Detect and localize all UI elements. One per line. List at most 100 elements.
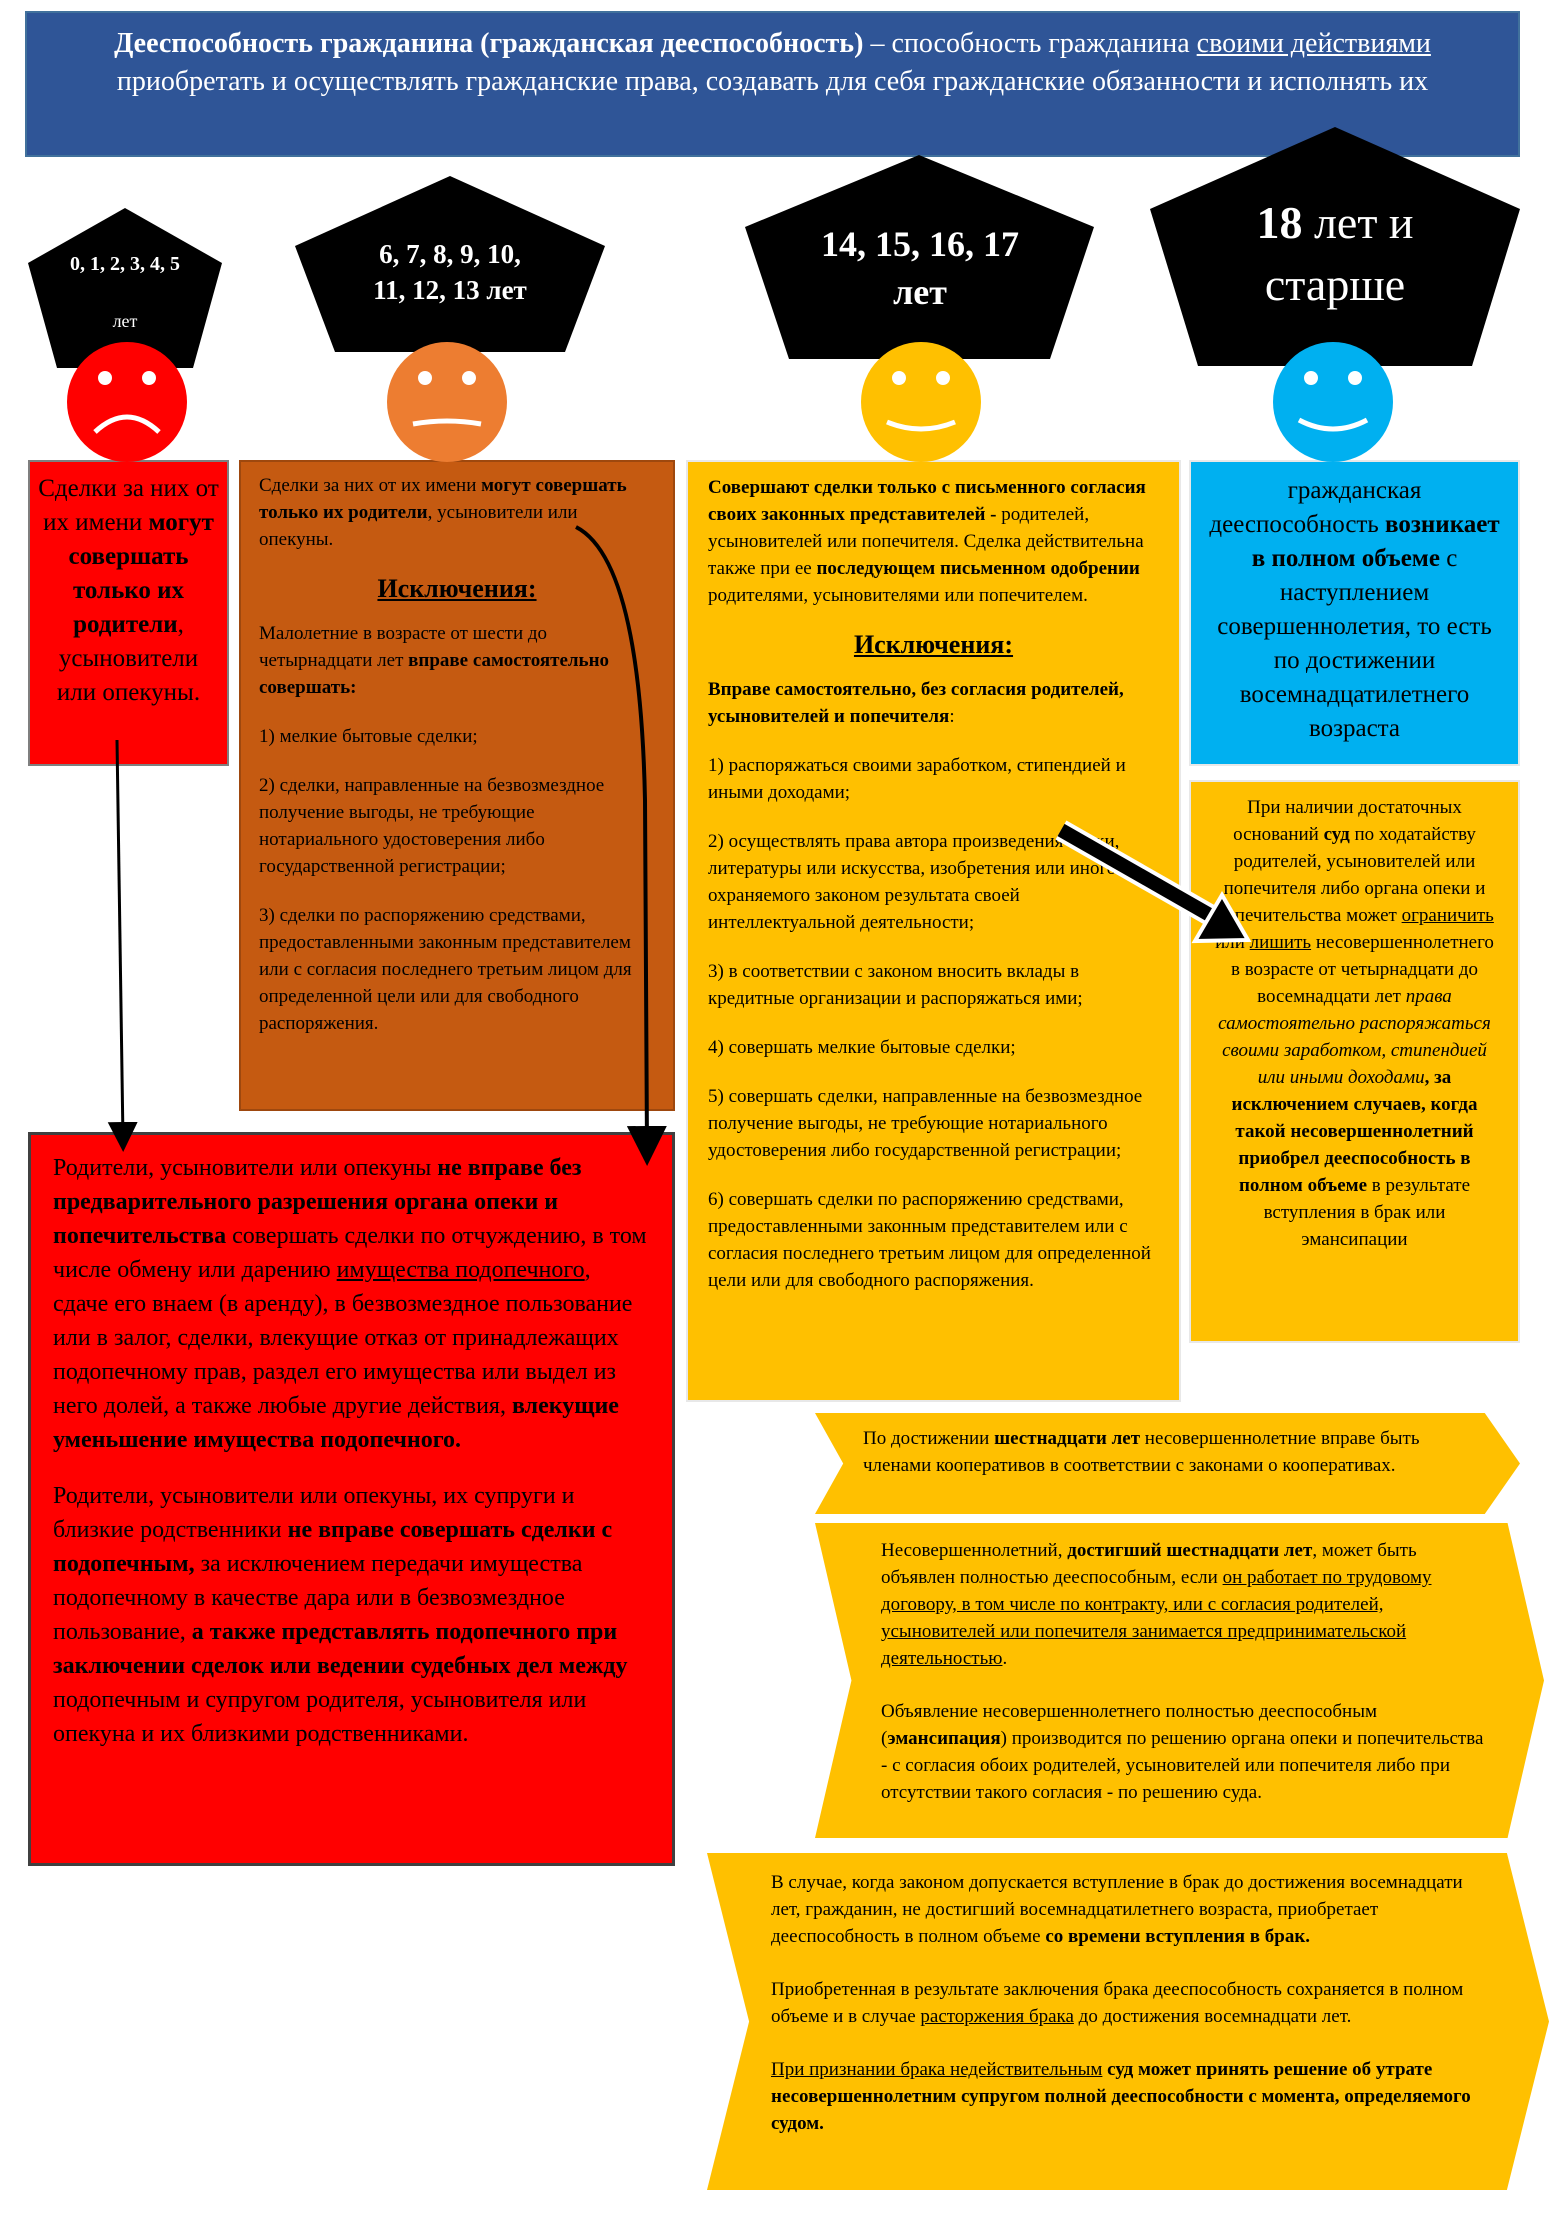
text-segment: а также представлять подопечного при зак… xyxy=(53,1619,628,1679)
guardian-restrictions: Родители, усыновители или опекуны не впр… xyxy=(28,1132,675,1866)
age-label-6-13: 6, 7, 8, 9, 10, 11, 12, 13 лет xyxy=(370,236,530,308)
text-segment: Объявление несовершеннолетнего полностью… xyxy=(881,1701,1377,1749)
smile-face-icon xyxy=(861,342,981,462)
text-segment: по ходатайству родителей, усыновителей и… xyxy=(1215,824,1486,926)
text-segment: Дееспособность гражданина (гражданская д… xyxy=(114,28,864,59)
pentagon-age-6-13 xyxy=(295,176,605,352)
list-item: 1) распоряжаться своими заработком, стип… xyxy=(708,755,1126,803)
text-segment: ограничить xyxy=(1401,905,1494,926)
text-segment: могут совершать только их родители xyxy=(68,509,214,638)
pentagon-age-0-5 xyxy=(28,208,222,368)
age-suffix-0-5: лет xyxy=(112,311,138,331)
chevron-text: Приобретенная в результате заключения бр… xyxy=(771,1976,1489,2030)
text-segment: 6, 7, 8, 9, 10, 11, 12, 13 xyxy=(373,239,521,305)
text-segment: При наличии достаточных оснований xyxy=(1233,797,1462,845)
text-segment: расторжения брака xyxy=(920,2006,1074,2027)
text-segment: он работает по трудовому договору, в том… xyxy=(881,1567,1432,1669)
text-segment: эмансипация xyxy=(887,1728,1001,1749)
list-item: 6) совершать сделки по распоряжению сред… xyxy=(708,1189,1151,1291)
age-0-5-description: Сделки за них от их имени могут совершат… xyxy=(28,460,229,766)
brown-lead: Малолетние в возрасте от шести до четырн… xyxy=(259,620,655,701)
text-segment: за исключением передачи имущества подопе… xyxy=(53,1551,583,1645)
text-segment: права самостоятельно распоряжаться своим… xyxy=(1218,986,1491,1088)
text-segment: родителей, усыновителей или попечителя. … xyxy=(708,504,1144,579)
list-item: 5) совершать сделки, направленные на без… xyxy=(708,1086,1143,1161)
text-segment: Несовершеннолетний, xyxy=(881,1540,1068,1561)
text-segment: 14, 15, 16, 17 xyxy=(821,224,1019,264)
text-segment: Сделки за них от их имени xyxy=(38,475,219,536)
text-segment: или xyxy=(1215,932,1250,953)
text-segment: Родители, усыновители или опекуны xyxy=(53,1155,438,1181)
guardian-restriction-paragraph: Родители, усыновители или опекуны не впр… xyxy=(53,1151,650,1457)
emancipation-chevron: Несовершеннолетний, достигший шестнадцат… xyxy=(815,1523,1544,1838)
text-segment: лет xyxy=(893,272,947,312)
definition-header: Дееспособность гражданина (гражданская д… xyxy=(25,11,1520,157)
age-6-13-description: Сделки за них от их имени могут совершат… xyxy=(239,460,675,1111)
text-segment: своими действиями xyxy=(1196,28,1431,59)
text-segment: . xyxy=(1002,1648,1008,1669)
text-segment: со времени вступления в брак. xyxy=(1045,1926,1311,1947)
text-segment: Совершают сделки только с письменного со… xyxy=(708,477,1146,525)
list-item: 2) осуществлять права автора произведени… xyxy=(708,831,1120,933)
text-segment: родителями, усыновителями или попечителе… xyxy=(708,585,1088,606)
brown-intro: Сделки за них от их имени могут совершат… xyxy=(259,472,655,553)
neutral-face-icon xyxy=(387,342,507,462)
list-item: 2) сделки, направленные на безвозмездное… xyxy=(259,775,605,877)
brown-exceptions-heading: Исключения: xyxy=(377,574,537,603)
marriage-capacity-chevron: В случае, когда законом допускается всту… xyxy=(707,1853,1549,2190)
list-item: 1) мелкие бытовые сделки; xyxy=(259,726,478,747)
text-segment: , за исключением случаев, когда такой не… xyxy=(1231,1067,1478,1196)
text-segment: , может быть объявлен полностью дееспосо… xyxy=(881,1540,1417,1588)
text-segment: подопечным и супругом родителя, усыновит… xyxy=(53,1687,587,1747)
text-segment: до достижения восемнадцати лет. xyxy=(1073,2006,1352,2027)
text-segment: не вправе совершать сделки с подопечным, xyxy=(53,1517,613,1577)
age-14-17-description: Совершают сделки только с письменного со… xyxy=(686,460,1181,1402)
text-segment: 0, 1, 2, 3, 4, 5 xyxy=(70,253,180,275)
text-segment: Малолетние в возрасте от шести до четырн… xyxy=(259,623,548,671)
text-segment: 18 xyxy=(1256,197,1303,248)
text-segment: Вправе самостоятельно, без согласия роди… xyxy=(708,679,1124,727)
age-label-18-plus: 18 лет и старше xyxy=(1225,192,1445,316)
text-segment: , усыновители или опекуны. xyxy=(259,502,578,550)
text-segment: Сделки за них от их имени xyxy=(259,475,482,496)
chevron-text: Объявление несовершеннолетнего полностью… xyxy=(881,1698,1494,1806)
chevron-text: По достижении шестнадцати лет несовершен… xyxy=(863,1425,1470,1479)
cooperative-membership-chevron: По достижении шестнадцати лет несовершен… xyxy=(815,1413,1520,1514)
list-item: 3) в соответствии с законом вносить вкла… xyxy=(708,961,1083,1009)
text-segment: гражданская дееспособность xyxy=(1209,477,1422,538)
text-segment: с наступлением совершеннолетия, то есть … xyxy=(1217,545,1492,742)
text-segment: шестнадцати лет xyxy=(994,1428,1141,1449)
text-segment: не вправе без предварительного разрешени… xyxy=(53,1155,582,1249)
chevron-text: При признании брака недействительным суд… xyxy=(771,2056,1489,2137)
text-segment: : xyxy=(949,706,955,727)
guardian-restriction-paragraph: Родители, усыновители или опекуны, их су… xyxy=(53,1479,650,1751)
text-segment: могут совершать только их родители xyxy=(259,475,627,523)
age-18-description: гражданская дееспособность возникает в п… xyxy=(1189,460,1520,766)
age-label-14-17: 14, 15, 16, 17 лет xyxy=(820,220,1020,316)
text-segment: вправе самостоятельно совершать: xyxy=(259,650,610,698)
text-segment: имущества подопечного xyxy=(336,1257,585,1283)
chevron-text: Несовершеннолетний, достигший шестнадцат… xyxy=(881,1537,1494,1672)
text-segment: Приобретенная в результате заключения бр… xyxy=(771,1979,1464,2027)
text-segment: , сдаче его внаем (в аренду), в безвозме… xyxy=(53,1257,633,1419)
text-segment: лет xyxy=(479,275,527,305)
text-segment: ) производится по решению органа опеки и… xyxy=(881,1728,1484,1803)
sad-face-icon xyxy=(67,342,187,462)
pentagon-age-14-17 xyxy=(745,155,1094,359)
text-segment: При признании брака недействительным xyxy=(771,2059,1103,2080)
text-segment: совершать сделки по отчуждению, в том чи… xyxy=(53,1223,647,1283)
yellow-intro: Совершают сделки только с письменного со… xyxy=(708,474,1159,609)
text-segment: суд может принять решение об утрате несо… xyxy=(771,2059,1471,2134)
court-restriction-note: При наличии достаточных оснований суд по… xyxy=(1189,780,1520,1343)
text-segment: лишить xyxy=(1249,932,1312,953)
text-segment: достигший шестнадцати лет xyxy=(1067,1540,1313,1561)
text-segment: По достижении xyxy=(863,1428,995,1449)
text-segment: – способность гражданина xyxy=(863,28,1197,59)
list-item: 4) совершать мелкие бытовые сделки; xyxy=(708,1037,1016,1058)
text-segment: несовершеннолетнего в возрасте от четырн… xyxy=(1230,932,1494,1007)
chevron-text: В случае, когда законом допускается всту… xyxy=(771,1869,1489,1950)
text-segment: в результате вступления в брак или эманс… xyxy=(1263,1175,1471,1250)
text-segment: , усыновители или опекуны. xyxy=(56,611,201,706)
age-label-0-5: 0, 1, 2, 3, 4, 5 xyxy=(60,250,190,278)
text-segment: Родители, усыновители или опекуны, их су… xyxy=(53,1483,575,1543)
